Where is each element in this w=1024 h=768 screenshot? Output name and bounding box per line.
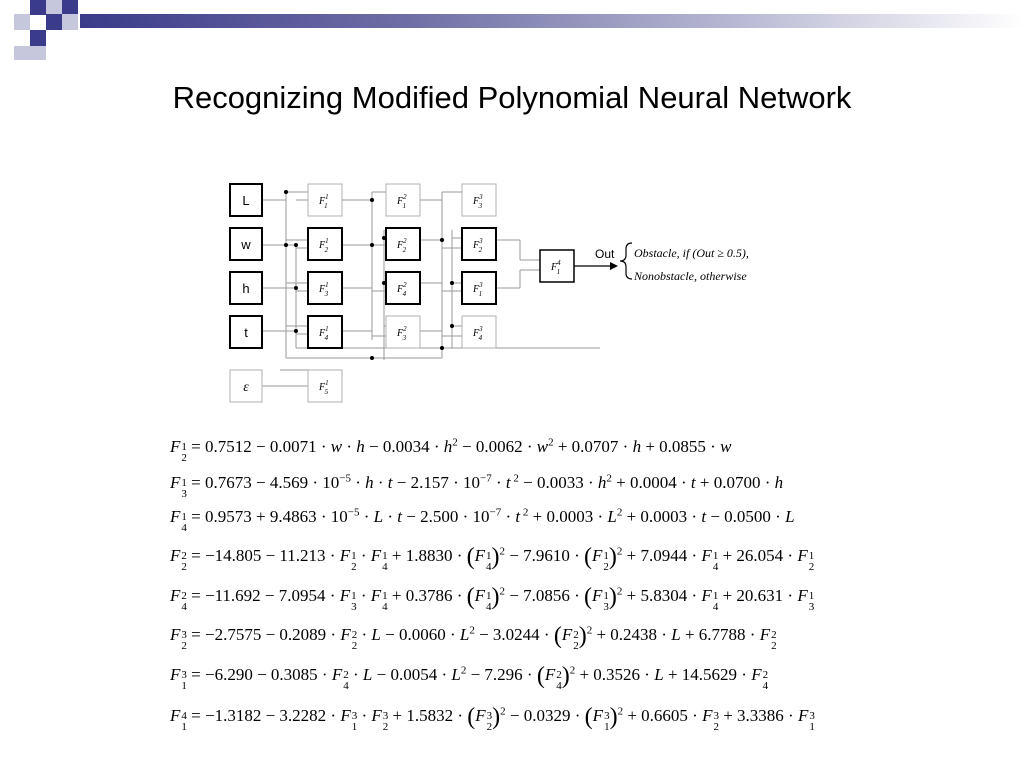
- svg-text:F21: F21: [396, 193, 407, 210]
- svg-text:w: w: [240, 237, 251, 252]
- svg-text:L: L: [242, 193, 249, 208]
- svg-text:t: t: [244, 325, 248, 340]
- decor-square: [30, 0, 46, 15]
- svg-text:F23: F23: [396, 325, 407, 342]
- svg-text:F14: F14: [318, 325, 329, 342]
- network-diagram: L w h t ε F11: [229, 183, 749, 403]
- input-node-h: h: [229, 271, 263, 305]
- decision-line-1: Obstacle, if (Out ≥ 0.5),: [634, 246, 749, 260]
- svg-text:F22: F22: [396, 237, 407, 254]
- svg-text:F12: F12: [318, 237, 329, 254]
- input-node-t: t: [229, 315, 263, 349]
- svg-text:F15: F15: [318, 379, 329, 396]
- svg-text:F13: F13: [318, 281, 329, 298]
- connection-lines: [262, 191, 600, 387]
- input-node-epsilon: ε: [229, 369, 263, 403]
- svg-text:F11: F11: [318, 193, 328, 210]
- svg-text:F24: F24: [396, 281, 407, 298]
- input-node-w: w: [229, 227, 263, 261]
- decor-square: [30, 46, 46, 60]
- svg-text:F41: F41: [550, 259, 561, 276]
- decision-line-2: Nonobstacle, otherwise: [633, 269, 747, 283]
- output-label: Out: [595, 247, 615, 261]
- arrow-head-icon: [610, 262, 618, 270]
- svg-text:F33: F33: [472, 193, 483, 210]
- svg-text:h: h: [242, 281, 249, 296]
- decor-square: [46, 14, 62, 30]
- decor-square: [46, 0, 62, 15]
- decor-square: [62, 14, 78, 30]
- svg-text:F31: F31: [472, 281, 483, 298]
- decision-rule: Obstacle, if (Out ≥ 0.5), Nonobstacle, o…: [619, 242, 749, 283]
- svg-text:ε: ε: [243, 380, 249, 395]
- decor-square: [62, 0, 78, 15]
- decor-square: [14, 14, 30, 30]
- svg-text:F34: F34: [472, 325, 483, 342]
- header-gradient-bar: [80, 14, 1024, 28]
- decor-square: [30, 30, 46, 46]
- slide-title: Recognizing Modified Polynomial Neural N…: [172, 80, 852, 115]
- input-node-L: L: [229, 183, 263, 217]
- decor-square: [14, 46, 30, 60]
- svg-text:F32: F32: [472, 237, 483, 254]
